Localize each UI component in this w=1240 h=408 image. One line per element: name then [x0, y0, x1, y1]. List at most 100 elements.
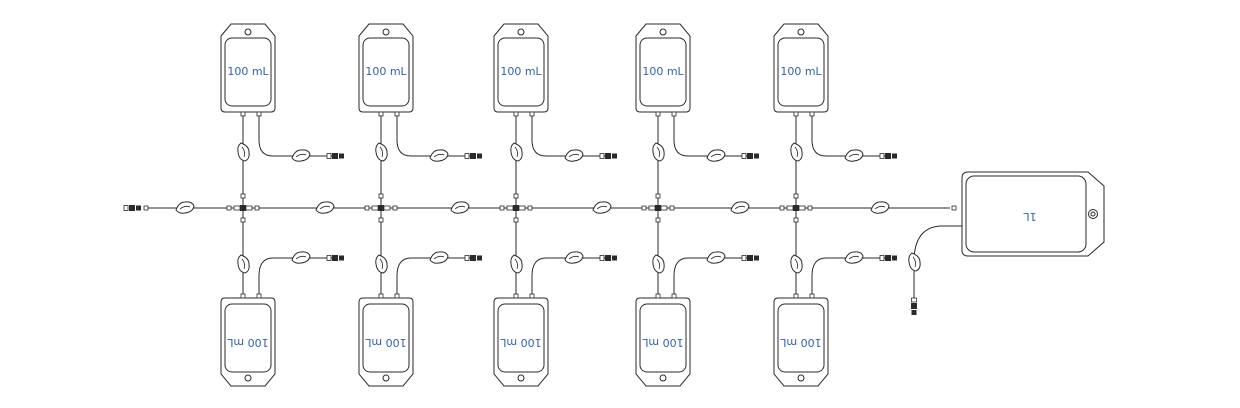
tube-marker	[378, 293, 384, 299]
hanger-hole-inner-icon	[1090, 211, 1096, 217]
tube-marker	[226, 205, 232, 211]
manifold-center	[513, 205, 519, 211]
hanger-hole-icon	[517, 374, 525, 382]
pinch-clamp-icon	[844, 251, 864, 264]
bag-window	[639, 303, 687, 373]
luer-connector-icon	[123, 205, 141, 211]
clamp-body	[429, 149, 449, 162]
pinch-clamp-icon	[315, 201, 335, 214]
clamp-lever	[568, 255, 580, 260]
clamp-lever	[179, 205, 191, 210]
hanger-hole-icon	[382, 374, 390, 382]
sample-line	[396, 257, 471, 277]
tube-marker	[254, 205, 260, 211]
manifold-arm	[518, 205, 526, 211]
tube-marker	[529, 111, 535, 117]
manifold-arm	[233, 205, 241, 211]
clamp-lever	[379, 258, 384, 270]
volume-label: 100 mL	[364, 336, 406, 349]
sample-line	[531, 139, 606, 157]
bag-outline	[961, 171, 1105, 257]
top-bag-5[interactable]: 100 mL	[773, 23, 829, 113]
clamp-body	[706, 149, 726, 162]
clamp-body	[564, 251, 584, 264]
tube-marker	[240, 193, 246, 199]
hanger-hole-icon	[659, 28, 667, 36]
luer-connector-icon	[326, 255, 344, 261]
connector-part	[911, 310, 917, 315]
volume-label: 100 mL	[641, 336, 683, 349]
large-bag[interactable]: 1L	[961, 171, 1105, 257]
pinch-clamp-icon	[730, 201, 750, 214]
connector-part	[470, 255, 476, 261]
top-bag-3[interactable]: 100 mL	[493, 23, 549, 113]
tube-marker	[951, 205, 957, 211]
cross-manifold-icon	[371, 205, 391, 211]
hanger-hole-icon	[1088, 209, 1098, 219]
manifold-arm	[798, 205, 806, 211]
clamp-body	[652, 254, 665, 274]
bottom-bag-4[interactable]: 100 mL	[635, 297, 691, 387]
bag-outline	[358, 297, 414, 387]
clamp-lever	[596, 205, 608, 210]
bag-outline	[773, 23, 829, 113]
pinch-clamp-icon	[790, 254, 803, 274]
pinch-clamp-icon	[237, 254, 250, 274]
tube-marker	[240, 111, 246, 117]
bottom-bag-3[interactable]: 100 mL	[493, 297, 549, 387]
tube-marker	[793, 293, 799, 299]
tube-marker	[378, 193, 384, 199]
volume-label: 1L	[1023, 210, 1037, 223]
manifold-center	[240, 205, 246, 211]
connector-part	[136, 205, 141, 211]
connector-part	[754, 153, 759, 159]
tube-marker	[655, 193, 661, 199]
pinch-clamp-icon	[790, 142, 803, 162]
sample-line	[673, 257, 748, 277]
pinch-clamp-icon	[291, 149, 311, 162]
tube-marker	[669, 205, 675, 211]
tube-marker	[655, 111, 661, 117]
clamp-body	[790, 254, 803, 274]
manifold-arm	[371, 205, 379, 211]
bag-outline	[773, 297, 829, 387]
tube-marker	[513, 111, 519, 117]
bag-window	[362, 37, 410, 107]
connector-part	[911, 303, 917, 309]
connector-part	[599, 153, 605, 159]
pinch-clamp-icon	[175, 201, 195, 214]
cross-manifold-icon	[233, 205, 253, 211]
clamp-lever	[656, 258, 661, 270]
clamp-lever	[241, 146, 246, 158]
bottom-bag-2[interactable]: 100 mL	[358, 297, 414, 387]
fittings-layer	[123, 111, 957, 315]
top-bag-4[interactable]: 100 mL	[635, 23, 691, 113]
manifold-arm	[660, 205, 668, 211]
clamp-lever	[848, 153, 860, 158]
tube-marker	[394, 111, 400, 117]
connector-part	[741, 255, 747, 261]
manifold-center	[793, 205, 799, 211]
clamp-lever	[734, 205, 746, 210]
luer-connector-icon	[741, 255, 759, 261]
luer-connector-icon	[879, 153, 897, 159]
top-bag-1[interactable]: 100 mL	[220, 23, 276, 113]
pinch-clamp-icon	[592, 201, 612, 214]
bottom-bag-1[interactable]: 100 mL	[220, 297, 276, 387]
top-bag-2[interactable]: 100 mL	[358, 23, 414, 113]
tube-marker	[394, 293, 400, 299]
tube-marker	[513, 293, 519, 299]
connector-part	[477, 153, 482, 159]
connector-part	[885, 153, 891, 159]
pinch-clamp-icon	[237, 142, 250, 162]
sample-line	[258, 257, 333, 277]
luer-connector-icon	[741, 153, 759, 159]
clamp-lever	[794, 258, 799, 270]
connector-part	[605, 255, 611, 261]
connector-part	[911, 297, 917, 303]
bag-outline	[635, 23, 691, 113]
pinch-clamp-icon	[652, 142, 665, 162]
bottom-bag-5[interactable]: 100 mL	[773, 297, 829, 387]
tube-marker	[240, 217, 246, 223]
tube-marker	[809, 111, 815, 117]
